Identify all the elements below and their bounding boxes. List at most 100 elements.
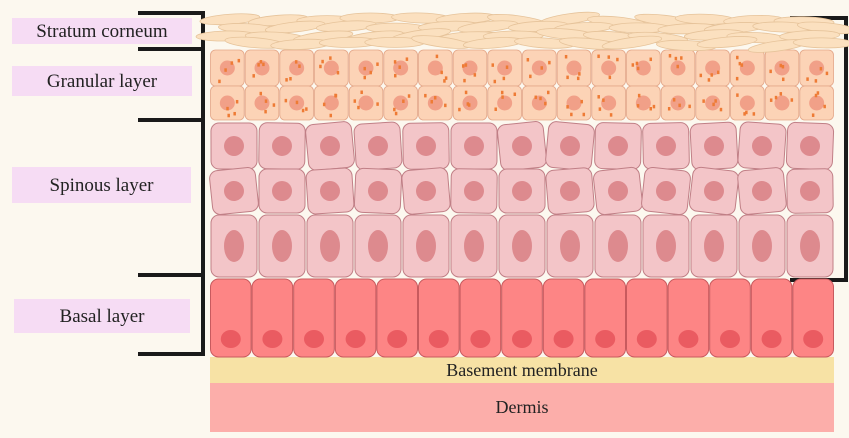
keratohyalin-granule [688, 104, 691, 109]
basal-cell [709, 278, 751, 358]
basement-membrane-label: Basement membrane [446, 359, 598, 380]
basal-nucleus [428, 330, 449, 348]
keratohyalin-granule [811, 113, 815, 117]
keratohyalin-granule [608, 75, 612, 80]
keratohyalin-granule [218, 79, 221, 84]
keratohyalin-granule [393, 107, 396, 112]
spinous-cell [353, 167, 403, 215]
granular-nucleus [531, 95, 547, 111]
basal-cell [459, 278, 502, 358]
keratohyalin-granule [407, 94, 411, 98]
keratohyalin-granule [295, 100, 299, 105]
keratohyalin-granule [321, 59, 324, 64]
keratohyalin-granule [806, 77, 809, 81]
keratohyalin-granule [334, 94, 338, 98]
keratohyalin-granule [376, 102, 379, 106]
keratohyalin-granule [607, 55, 611, 59]
granular-nucleus [289, 60, 305, 76]
basal-cell [210, 278, 252, 358]
granular-nucleus [809, 95, 825, 111]
keratohyalin-granule [602, 98, 605, 102]
basal-cell [293, 278, 335, 358]
keratohyalin-granule [668, 54, 672, 58]
keratohyalin-granule [779, 92, 783, 96]
keratohyalin-granule [319, 64, 322, 69]
keratohyalin-granule [226, 106, 229, 111]
basal-nucleus [387, 330, 408, 348]
granular-nucleus [774, 95, 790, 111]
keratohyalin-granule [500, 90, 504, 95]
label-spinous-layer: Spinous layer [12, 167, 191, 203]
basement-membrane-layer: Basement membrane [210, 357, 834, 383]
keratohyalin-granule [719, 107, 723, 112]
keratohyalin-granule [501, 95, 504, 99]
spinous-cell [545, 121, 595, 171]
keratohyalin-granule [502, 76, 506, 81]
keratohyalin-granule [405, 57, 409, 61]
granular-nucleus [497, 95, 513, 111]
spinous-cell [306, 214, 354, 278]
keratohyalin-granule [529, 74, 532, 79]
keratohyalin-granule [285, 78, 288, 82]
granular-nucleus [635, 60, 651, 76]
keratohyalin-granule [301, 108, 305, 113]
keratohyalin-granule [566, 75, 569, 80]
keratohyalin-granule [649, 106, 652, 111]
keratohyalin-granule [491, 63, 495, 67]
keratohyalin-granule [649, 57, 653, 62]
basal-nucleus [636, 330, 657, 348]
keratohyalin-granule [398, 65, 401, 69]
spinous-cell [210, 214, 258, 278]
basal-cell [251, 278, 294, 358]
keratohyalin-granule [769, 69, 772, 74]
keratohyalin-granule [736, 55, 739, 60]
keratohyalin-granule [444, 103, 447, 108]
keratohyalin-granule [272, 103, 276, 107]
keratohyalin-granule [597, 54, 600, 59]
keratohyalin-granule [463, 78, 466, 83]
basal-cell [418, 278, 460, 358]
spinous-cell [497, 121, 547, 171]
basal-cell [792, 278, 835, 358]
granular-nucleus [427, 60, 443, 76]
keratohyalin-granule [264, 99, 268, 103]
keratohyalin-granule [493, 79, 497, 84]
keratohyalin-granule [740, 63, 744, 67]
granular-nucleus [497, 60, 513, 76]
keratohyalin-granule [329, 113, 333, 118]
spinous-cell [450, 168, 498, 214]
keratohyalin-granule [616, 57, 619, 62]
granular-nucleus [601, 60, 617, 76]
keratohyalin-granule [534, 95, 538, 100]
basal-nucleus [595, 330, 616, 348]
keratohyalin-granule [329, 56, 332, 60]
spinous-cell [258, 122, 306, 170]
keratohyalin-granule [710, 73, 713, 77]
keratohyalin-granule [393, 60, 397, 64]
keratohyalin-granule [336, 70, 340, 75]
keratohyalin-granule [548, 60, 551, 65]
keratohyalin-granule [582, 112, 586, 117]
keratohyalin-granule [394, 73, 397, 78]
spinous-cell [258, 168, 306, 214]
basal-cell [501, 278, 543, 358]
granular-nucleus [705, 60, 721, 76]
keratohyalin-granule [825, 71, 829, 76]
keratohyalin-granule [652, 104, 656, 109]
keratohyalin-granule [790, 98, 794, 102]
basal-nucleus [345, 330, 366, 348]
keratohyalin-granule [635, 61, 639, 66]
keratohyalin-granule [631, 63, 635, 67]
spinous-cell [642, 122, 690, 170]
keratohyalin-granule [814, 93, 818, 98]
keratohyalin-granule [252, 74, 255, 78]
spinous-cell [738, 214, 786, 278]
dermis-layer: Dermis [210, 383, 834, 432]
keratohyalin-granule [736, 93, 739, 97]
keratohyalin-granule [360, 90, 363, 95]
keratohyalin-granule [440, 70, 443, 75]
keratohyalin-granule [259, 91, 263, 96]
keratohyalin-granule [774, 95, 778, 100]
basal-cell [626, 278, 668, 358]
keratohyalin-granule [819, 66, 823, 71]
